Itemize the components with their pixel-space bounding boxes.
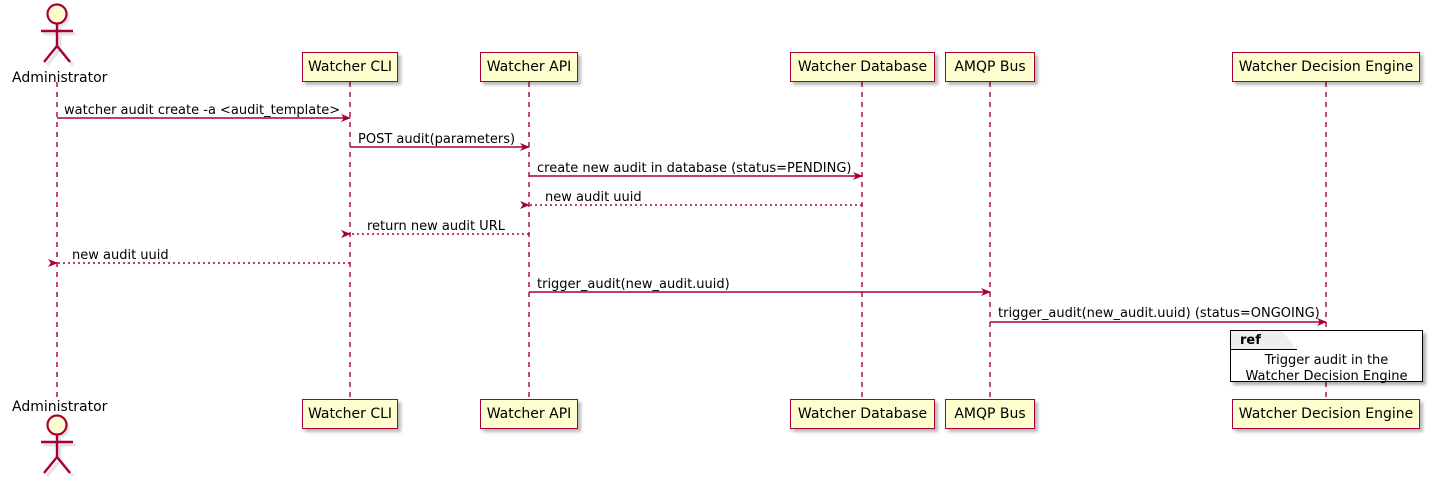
- participant-label: Watcher API: [486, 59, 572, 75]
- participant-label: Watcher CLI: [307, 59, 393, 75]
- actor-label-administrator-bottom: Administrator: [12, 399, 108, 415]
- message-label-4: new audit uuid: [545, 190, 642, 205]
- message-label-6: new audit uuid: [72, 248, 169, 263]
- participant-watcher-cli-top[interactable]: Watcher CLI: [302, 52, 398, 82]
- participant-label: AMQP Bus: [954, 59, 1026, 75]
- participant-label: AMQP Bus: [954, 406, 1026, 422]
- message-label-2: POST audit(parameters): [358, 132, 516, 147]
- participant-amqp-bus-bottom[interactable]: AMQP Bus: [945, 399, 1035, 429]
- ref-body-line: Trigger audit in the: [1264, 353, 1389, 368]
- participant-watcher-decision-engine-bottom[interactable]: Watcher Decision Engine: [1232, 399, 1420, 429]
- participant-label: Watcher Database: [797, 406, 928, 422]
- participant-label: Watcher Decision Engine: [1238, 406, 1414, 422]
- actor-figure-administrator-bottom: [41, 414, 76, 477]
- actor-figure-administrator-top: [41, 3, 76, 66]
- lifelines-group: [56, 82, 1327, 399]
- message-label-7: trigger_audit(new_audit.uuid): [537, 277, 730, 292]
- message-label-1: watcher audit create -a <audit_template>: [64, 103, 341, 118]
- actor-label-administrator-top: Administrator: [12, 70, 108, 86]
- participant-watcher-database-bottom[interactable]: Watcher Database: [790, 399, 935, 429]
- participant-watcher-decision-engine-top[interactable]: Watcher Decision Engine: [1232, 52, 1420, 82]
- participant-label: Watcher Decision Engine: [1238, 59, 1414, 75]
- message-label-8: trigger_audit(new_audit.uuid) (status=ON…: [998, 306, 1320, 321]
- participant-label: Watcher CLI: [307, 406, 393, 422]
- message-label-5: return new audit URL: [367, 219, 505, 234]
- message-label-3: create new audit in database (status=PEN…: [537, 161, 852, 176]
- participant-watcher-api-top[interactable]: Watcher API: [480, 52, 578, 82]
- participant-watcher-api-bottom[interactable]: Watcher API: [480, 399, 578, 429]
- ref-header-underline: [1231, 349, 1297, 350]
- participant-label: Watcher Database: [797, 59, 928, 75]
- participant-watcher-database-top[interactable]: Watcher Database: [790, 52, 935, 82]
- participant-amqp-bus-top[interactable]: AMQP Bus: [945, 52, 1035, 82]
- participant-label: Watcher API: [486, 406, 572, 422]
- message-arrows-group: [48, 114, 1327, 326]
- ref-keyword: ref: [1240, 333, 1261, 348]
- ref-body-line: Watcher Decision Engine: [1245, 369, 1408, 384]
- participant-watcher-cli-bottom[interactable]: Watcher CLI: [302, 399, 398, 429]
- actor-figures-group: [41, 3, 76, 477]
